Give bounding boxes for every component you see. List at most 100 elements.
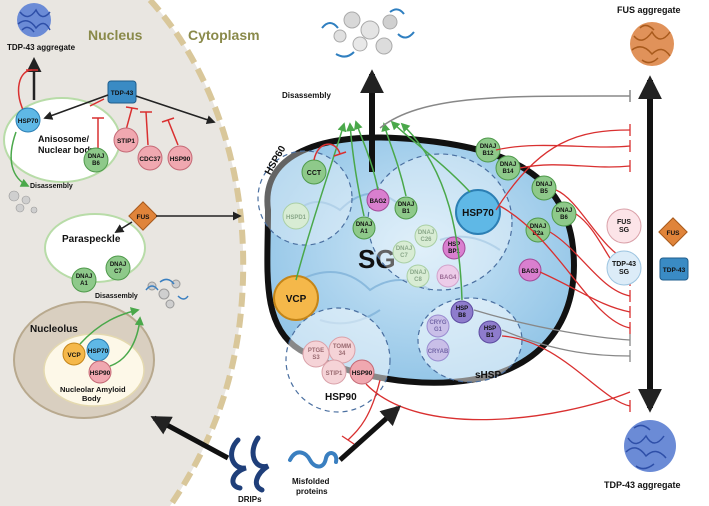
drips-label: DRIPs	[238, 495, 262, 504]
protein-dnajc7-sg-l1: DNAJ	[396, 246, 412, 252]
protein-vcp-nucleolus	[62, 342, 86, 366]
disassembled-particles-top	[321, 8, 415, 58]
protein-dnajb2a-l1: DNAJ	[530, 224, 546, 230]
protein-cryag1-l1: CRYG	[429, 320, 446, 326]
protein-hsp70-sg	[455, 189, 501, 235]
protein-bag2-label: BAG2	[370, 199, 387, 205]
disassembly-left-label: Disassembly	[30, 183, 73, 190]
protein-dnajb12	[475, 137, 501, 163]
protein-hspb1-l1: HSP	[484, 326, 496, 332]
tdp43-aggregate-topleft	[17, 3, 51, 37]
tdp43-sg-l2: SG	[619, 269, 630, 276]
protein-bag3	[518, 258, 542, 282]
protein-tomm34-l2: 34	[339, 351, 346, 357]
nucleolar-body-label-1: Nucleolar Amyloid	[60, 385, 126, 394]
fus-sg-l2: SG	[619, 227, 630, 234]
protein-hsp70-sg-label: HSP70	[462, 208, 494, 219]
tdp43-aggregate-label-tl: TDP-43 aggregate	[7, 43, 76, 52]
protein-hspb8-l1: HSP	[456, 306, 468, 312]
protein-dnajc8	[406, 264, 430, 288]
protein-dnajb6-nucleus	[83, 147, 109, 173]
protein-dnaja1-nucleus-l1: DNAJ	[76, 274, 92, 280]
protein-hspb8-l2: B8	[458, 313, 466, 319]
protein-dnajb5	[531, 175, 557, 201]
protein-hsp70-nucleus	[15, 107, 41, 133]
protein-dnajb5-l1: DNAJ	[536, 182, 552, 188]
protein-dnajb2a	[525, 217, 551, 243]
protein-dnajc26	[414, 224, 438, 248]
protein-tomm34	[328, 336, 356, 364]
protein-ptges3-l1: PTGE	[308, 348, 324, 354]
disassembly-mid-label: Disassembly	[95, 293, 138, 300]
protein-cryag1-l2: G1	[434, 327, 443, 333]
protein-fus-right-label: FUS	[667, 230, 681, 237]
protein-stip1-sg-label: STIP1	[326, 371, 343, 377]
group-shsp-label: sHSP	[475, 370, 501, 381]
protein-dnajb1-l1: DNAJ	[398, 202, 414, 208]
protein-hspd1	[282, 202, 310, 230]
protein-ptges3-l2: S3	[312, 355, 320, 361]
protein-hsp90-nucleolus	[88, 360, 112, 384]
protein-hsp90-nucleus-label: HSP90	[170, 156, 191, 163]
protein-dnajb6-sg	[551, 201, 577, 227]
disassembled-particles-left	[8, 190, 38, 214]
misfolded-protein-icon	[288, 450, 339, 469]
protein-dnajc7-nucleus-l2: C7	[114, 269, 122, 275]
protein-dnajb6-nucleus-l2: B6	[92, 161, 100, 167]
tdp43-aggregate-bottomright	[624, 420, 676, 472]
protein-bag4-label: BAG4	[440, 275, 457, 281]
nucleus-label: Nucleus	[88, 27, 143, 43]
protein-dnajb6-nucleus-l1: DNAJ	[88, 154, 104, 160]
protein-hspbp1-l1: HSP	[448, 242, 460, 248]
protein-stip1-nucleus-label: STIP1	[117, 138, 135, 145]
protein-dnaja1-sg	[352, 216, 376, 240]
protein-hsp90-nucleus	[167, 145, 193, 171]
nucleolar-body-label-2: Body	[82, 394, 102, 403]
nucleolus-label: Nucleolus	[30, 324, 78, 335]
protein-hspb8	[450, 300, 474, 324]
disassembly-top-label: Disassembly	[282, 91, 331, 100]
protein-cct-label: CCT	[307, 170, 322, 177]
protein-vcp-nucleolus-label: VCP	[67, 352, 81, 359]
protein-dnaja1-sg-l2: A1	[360, 229, 368, 235]
protein-cdc37-label: CDC37	[139, 156, 161, 163]
fus-aggregate-label: FUS aggregate	[617, 5, 681, 15]
sg-label: SG	[358, 244, 396, 274]
protein-hspbp1-l2: BP1	[448, 249, 460, 255]
protein-cryag1	[426, 314, 450, 338]
protein-cryab	[426, 338, 450, 362]
protein-dnajc7-sg	[392, 240, 416, 264]
misfolded-label-2: proteins	[296, 487, 328, 496]
protein-tdp43-right	[659, 257, 689, 281]
protein-dnajc7-nucleus-l1: DNAJ	[110, 262, 126, 268]
drips-icon	[229, 435, 270, 493]
protein-dnajb1-l2: B1	[402, 209, 410, 215]
anisosome-label-2: Nuclear body	[38, 145, 95, 155]
protein-dnaja1-nucleus	[71, 267, 97, 293]
protein-dnajc7-sg-l2: C7	[400, 253, 408, 259]
cytoplasm-label: Cytoplasm	[188, 27, 260, 43]
protein-dnajb14-l1: DNAJ	[500, 162, 516, 168]
protein-dnajc26-l1: DNAJ	[418, 230, 434, 236]
protein-ptges3	[302, 340, 330, 368]
protein-dnajb6-sg-l1: DNAJ	[556, 208, 572, 214]
nuclear-envelope	[147, 0, 247, 506]
fus-sg	[606, 208, 642, 244]
protein-dnajb5-l2: B5	[540, 189, 548, 195]
protein-tdp43-nucleus	[107, 80, 137, 104]
protein-vcp-sg-label: VCP	[286, 294, 307, 305]
tdp43-sg	[606, 250, 642, 286]
group-hsp90-label: HSP90	[325, 392, 357, 403]
protein-hspbp1	[442, 236, 466, 260]
tdp43-sg-l1: TDP-43	[612, 261, 636, 268]
protein-dnajc8-l1: DNAJ	[410, 270, 426, 276]
protein-dnajc8-l2: C8	[414, 277, 422, 283]
protein-dnajc7-nucleus	[105, 255, 131, 281]
anisosome-label-1: Anisosome/	[38, 134, 90, 144]
protein-hsp70-nucleolus-label: HSP70	[88, 348, 109, 355]
protein-bag4	[436, 264, 460, 288]
protein-dnajb6-sg-l2: B6	[560, 215, 568, 221]
protein-stip1-nucleus	[113, 127, 139, 153]
